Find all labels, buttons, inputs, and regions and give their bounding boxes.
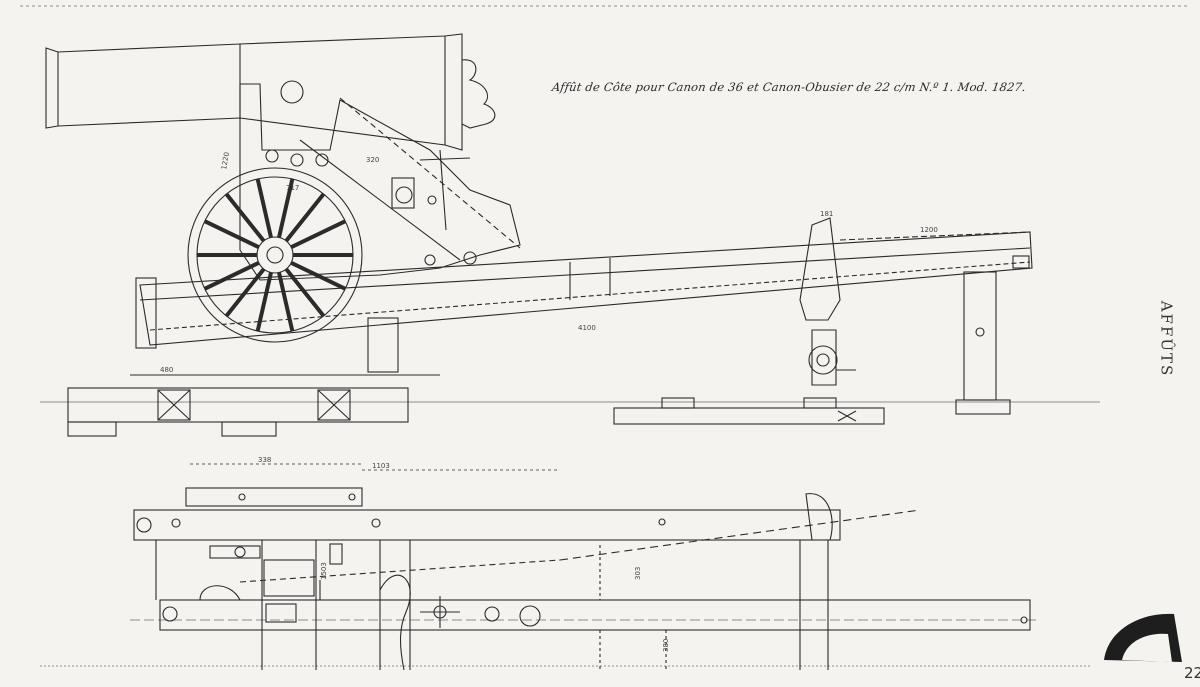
- library-stamp: [1104, 613, 1182, 662]
- gun-barrel: [45, 33, 496, 151]
- wheel-spoke: [203, 261, 260, 291]
- wheel-spoke: [290, 219, 347, 249]
- dimension-label: 303: [634, 567, 642, 580]
- pivot-support: [799, 217, 856, 386]
- dimension-labels: 1220 320 717 4100 480 338 1103 1200 303 …: [160, 151, 938, 652]
- dimension-label: 380: [662, 639, 670, 652]
- plan-view: [130, 463, 1040, 671]
- drawing-title: Affût de Côte pour Canon de 36 et Canon-…: [551, 80, 1027, 94]
- dimension-label: 320: [366, 156, 379, 164]
- ground-beams: [67, 317, 885, 437]
- upper-carriage: [239, 83, 521, 281]
- page-number: 22: [1184, 664, 1200, 682]
- wheel-spoke: [224, 192, 266, 243]
- dimension-label: 717: [286, 184, 299, 192]
- rear-post: [955, 271, 1011, 415]
- wheel-spoke: [284, 267, 326, 318]
- section-label: AFFÛTS: [1157, 300, 1176, 378]
- dimension-label: 4100: [578, 324, 596, 332]
- wheel-spoke: [224, 267, 266, 318]
- carriage-wheel: [187, 167, 363, 343]
- dimension-label: 480: [160, 366, 173, 374]
- dimension-label: 1103: [372, 462, 390, 470]
- dimension-label: 1503: [320, 562, 328, 580]
- wheel-spoke: [255, 178, 273, 238]
- dimension-label: 338: [258, 456, 271, 464]
- wheel-spoke: [284, 192, 326, 243]
- wheel-spoke: [277, 178, 295, 238]
- dimension-label: 1200: [920, 226, 938, 234]
- slide-rails: [135, 231, 1033, 349]
- wheel-spoke: [203, 219, 260, 249]
- wheel-spoke: [255, 272, 273, 332]
- wheel-spoke: [290, 261, 347, 291]
- dimension-label: 1220: [220, 151, 231, 170]
- elevation-view: [40, 33, 1100, 437]
- wheel-spoke: [277, 272, 295, 332]
- dimension-label: 181: [820, 210, 833, 218]
